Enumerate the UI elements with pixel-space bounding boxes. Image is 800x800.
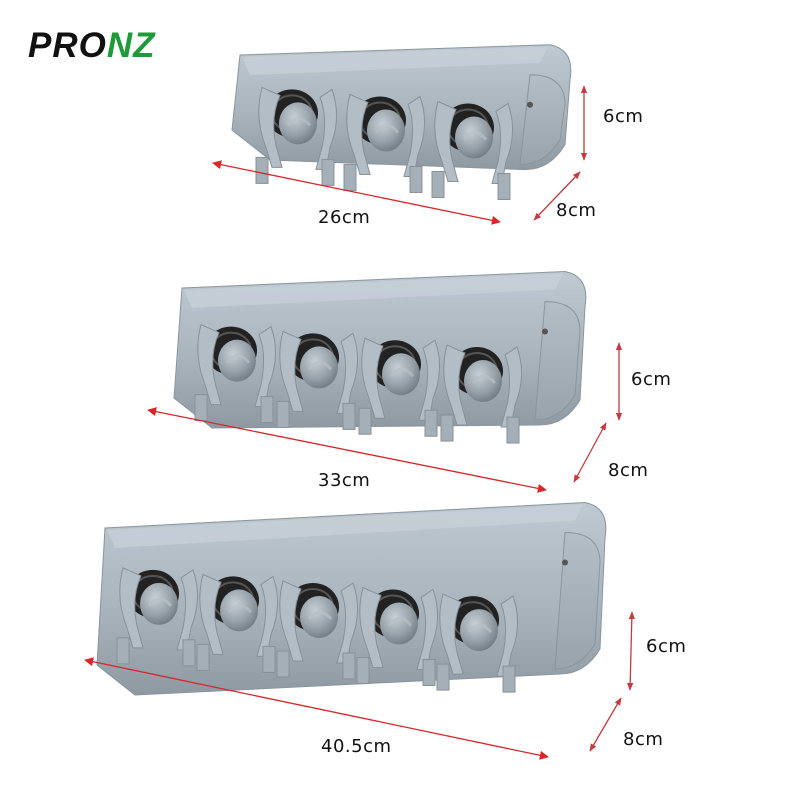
roller-ball [300,595,338,638]
roller-ball [455,116,493,159]
clip-tab-right [262,645,276,673]
clip-tab-right [502,665,516,693]
roller-shine [462,131,488,141]
brand-logo: PRONZ [28,26,156,66]
rack3-depth-label: 8cm [623,729,664,750]
clip-tab-right [342,402,356,430]
roller-ball [464,360,502,403]
rack-3-slot [116,567,198,667]
roller-ball [140,582,178,625]
roller-shine [286,116,312,127]
rack3-depth-arrow [589,697,622,752]
clip-tab-left [356,657,370,685]
clip-tab-left [343,163,357,191]
roller-shine [307,360,333,371]
clip-tab-right [424,409,438,437]
roller-shine [307,610,333,620]
clip-left [199,573,224,655]
clip-tab-left [196,643,210,671]
roller-ball [367,109,405,152]
roller-shine [389,367,415,378]
roller-shine [225,354,251,364]
clip-tab-right [497,172,511,200]
rack3-height-label: 6cm [646,636,687,657]
roller-shine [467,623,493,634]
rack2-length-arrow [147,407,547,493]
roller-shine [471,374,497,385]
brand-logo-part2: NZ [106,26,156,65]
clip-tab-left [431,170,445,198]
clip-right [176,569,198,651]
rack-top-edge [107,504,583,548]
clip-tab-left [436,663,450,691]
roller-ball [220,589,258,632]
clip-tab-left [276,400,290,428]
rack3-height-arrow [627,611,635,691]
roller-shine [387,617,413,627]
rack1-depth-arrow [533,171,581,221]
clip-tab-left [358,407,372,435]
clip-tab-right [342,652,356,680]
clip-tab-right [182,639,196,667]
rack-1-slot [431,100,513,200]
rack1-depth-label: 8cm [556,200,597,221]
roller-ball [382,353,420,396]
rack-3 [96,501,607,696]
roller-ball [300,346,338,389]
rack-1-slot [343,93,425,193]
rack3-length-label: 40.5cm [321,736,392,757]
rack-top-edge [242,46,548,75]
clip-right [254,325,276,408]
clip-left [197,323,222,406]
rack1-length-label: 26cm [318,207,371,228]
rack2-height-label: 6cm [631,369,672,390]
screw-hole [527,101,533,108]
clip-tab-left [116,637,130,665]
brand-logo-part1: PRO [28,26,107,65]
clip-right [256,575,278,657]
roller-shine [227,603,253,614]
rack-end-cap [554,531,601,670]
clip-tab-left [440,414,454,442]
clip-tab-right [409,165,423,193]
rack1-height-label: 6cm [603,106,644,127]
roller-ball [279,102,317,145]
clip-tab-right [321,158,335,186]
roller-ball [460,609,498,652]
clip-tab-right [260,396,274,424]
roller-ball [380,602,418,645]
rack-1-slot [255,86,337,186]
clip-tab-left [276,650,290,678]
rack-1 [231,44,572,200]
rack2-depth-arrow [573,422,607,483]
rack-top-edge [184,273,563,308]
clip-tab-right [506,416,520,444]
roller-ball [218,339,256,382]
roller-shine [374,123,400,134]
rack2-depth-label: 8cm [608,460,649,481]
roller-shine [147,597,173,607]
rack1-length-arrow [212,160,501,225]
screw-hole [562,559,568,566]
rack-2 [173,270,587,444]
clip-tab-right [422,659,436,687]
clip-left [119,567,144,649]
clip-tab-left [194,394,208,422]
screw-hole [542,328,548,335]
rack-3-slot [196,573,278,673]
rack3-length-arrow [84,657,549,760]
rack2-length-label: 33cm [318,470,371,491]
clip-tab-left [255,156,269,184]
rack-2-slot [194,323,276,424]
rack-end-cap [519,74,566,166]
rack-2-slot [440,344,522,444]
